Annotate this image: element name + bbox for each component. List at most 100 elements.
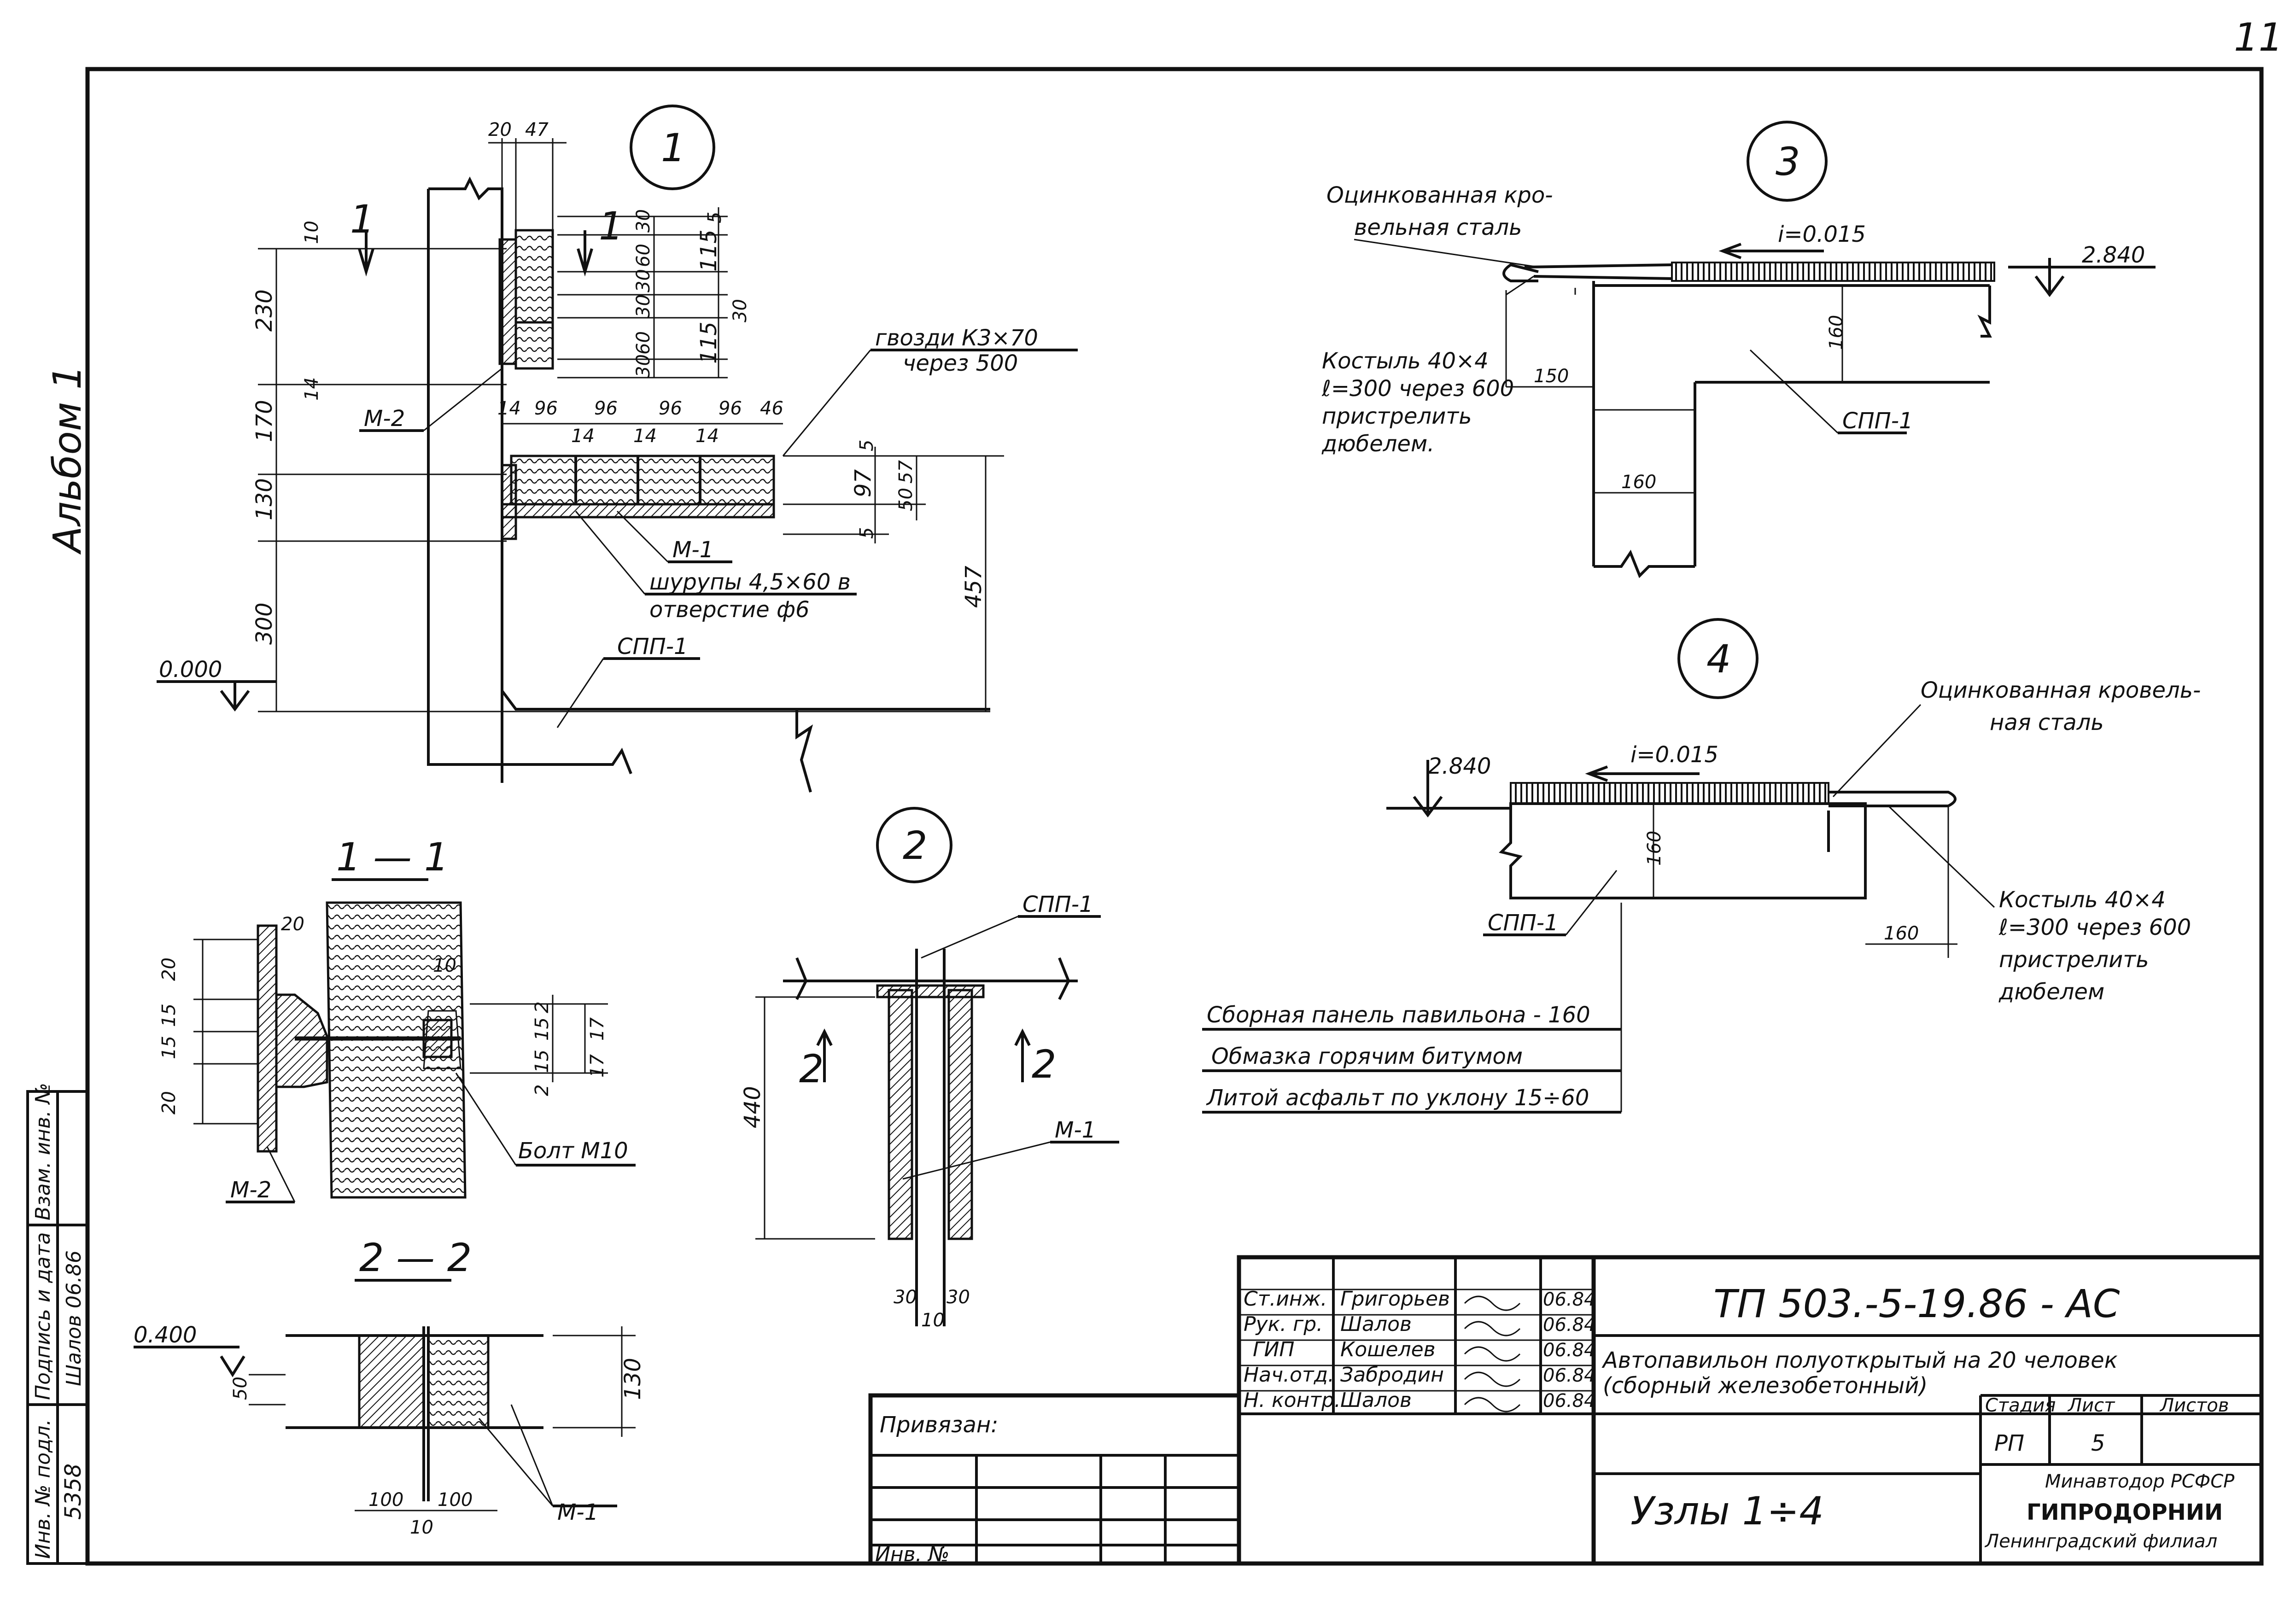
dim-457: 457	[961, 566, 987, 608]
svg-text:14: 14	[497, 398, 521, 419]
side-inv-value: 5358	[60, 1464, 86, 1520]
project-line-2: (сборный железобетонный)	[1603, 1373, 1928, 1399]
svg-text:15: 15	[158, 1036, 180, 1059]
title-block: Ст.инж. Рук. гр. ГИП Нач.отд. Н. контр. …	[868, 1255, 2264, 1566]
svg-text:96: 96	[719, 398, 742, 419]
svg-text:1: 1	[350, 197, 374, 242]
label-bolt: Болт М10	[518, 1138, 628, 1164]
svg-text:2: 2	[1032, 1042, 1056, 1087]
node-4-slab	[1499, 802, 1867, 899]
label-node3-spike-2: ℓ=300 через 600	[1321, 376, 1514, 402]
svg-text:15: 15	[532, 1017, 553, 1041]
svg-text:30: 30	[633, 354, 654, 378]
label-screws-1: шурупы 4,5×60 в	[649, 569, 851, 595]
svg-text:20: 20	[158, 957, 180, 981]
node3-elev: 2.840	[2082, 242, 2145, 268]
inv-no: Инв. №	[875, 1543, 949, 1566]
dim-230: 230	[251, 289, 277, 332]
label-section11-m2: М-2	[230, 1177, 271, 1203]
svg-text:14: 14	[695, 426, 719, 447]
wall-outline	[428, 176, 503, 783]
album-label: Альбом 1	[45, 365, 90, 555]
node-1-marker	[630, 105, 715, 190]
role-4: Н. контр.	[1244, 1388, 1341, 1412]
role-3: Нач.отд.	[1244, 1363, 1334, 1387]
side-inv-podl: Инв. № подл.	[31, 1419, 55, 1559]
elev-0400: 0.400	[134, 1322, 197, 1348]
svg-text:160: 160	[1621, 472, 1656, 493]
svg-text:30: 30	[633, 209, 654, 233]
node-4-marker	[1677, 618, 1759, 699]
svg-text:2: 2	[532, 1002, 553, 1013]
sheet-title: Узлы 1÷4	[1630, 1488, 1824, 1534]
section-1-1: 1 — 1 20 15 15 20 20 10 2 15 17 15 17 2 …	[158, 834, 636, 1203]
label-nails-1: гвозди К3×70	[875, 325, 1038, 351]
role-2: ГИП	[1253, 1338, 1295, 1361]
svg-text:50: 50	[230, 1377, 251, 1400]
svg-text:17: 17	[587, 1017, 608, 1041]
node-3-steel-fold	[1502, 263, 1539, 282]
node-3-slab	[1592, 281, 1992, 566]
label-node3-slope: i=0.015	[1778, 222, 1866, 247]
svg-text:14: 14	[633, 426, 657, 447]
node-3: 3 Оцинкованная кро- вельная сталь i=0.01…	[1321, 121, 2156, 578]
m2-plate	[498, 238, 517, 365]
dim-170: 170	[251, 400, 277, 442]
doc-code: ТП 503.-5-19.86 - АС	[1713, 1281, 2120, 1326]
name-1: Шалов	[1340, 1313, 1412, 1336]
label-screws-2: отверстие ф6	[649, 597, 810, 623]
label-node4-spp1: СПП-1	[1488, 910, 1559, 936]
svg-text:17: 17	[587, 1054, 608, 1078]
node-3-roof	[1671, 262, 1995, 282]
layer-1: Сборная панель павильона - 160	[1207, 1002, 1590, 1028]
svg-text:100: 100	[438, 1489, 473, 1511]
svg-text:20: 20	[281, 914, 304, 935]
section-2-2-plate-right	[427, 1334, 490, 1429]
svg-text:46: 46	[760, 398, 783, 419]
layer-2: Обмазка горячим битумом	[1211, 1044, 1523, 1069]
label-node3-spike-3: пристрелить	[1322, 403, 1472, 429]
col-sheets: Листов	[2159, 1395, 2229, 1416]
label-node4-spike-4: дюбелем	[1998, 979, 2104, 1005]
date-0: 06.84	[1543, 1289, 1596, 1310]
svg-text:60: 60	[633, 331, 654, 355]
svg-text:14: 14	[571, 426, 595, 447]
horizontal-boards	[510, 455, 775, 506]
svg-text:160: 160	[1644, 831, 1665, 866]
svg-text:10: 10	[433, 955, 456, 976]
privyazan: Привязан:	[880, 1412, 998, 1438]
m1-angle	[501, 503, 775, 519]
bolt-nut	[422, 1019, 453, 1058]
svg-text:2: 2	[903, 823, 927, 868]
label-node4-steel-2: ная сталь	[1990, 710, 2104, 735]
svg-text:96: 96	[594, 398, 618, 419]
svg-text:30: 30	[946, 1287, 970, 1308]
section-1-1-wood	[326, 901, 467, 1199]
name-2: Кошелев	[1340, 1338, 1436, 1361]
org-line-3: Ленинградский филиал	[1984, 1531, 2217, 1552]
label-node3-steel-2: вельная сталь	[1354, 215, 1522, 240]
svg-text:2: 2	[799, 1046, 824, 1091]
label-node3-spike-4: дюбелем.	[1321, 431, 1434, 457]
svg-text:97: 97	[850, 469, 876, 497]
section-1-1-plate	[257, 924, 278, 1153]
section-2-2: 2 — 2 0.400 50 130 100 100 10 М-1	[134, 1235, 646, 1538]
wall-bottom	[427, 189, 632, 775]
svg-text:20: 20	[158, 1091, 180, 1114]
date-4: 06.84	[1543, 1390, 1596, 1412]
label-m1: М-1	[672, 537, 713, 563]
svg-text:115: 115	[696, 229, 722, 272]
label-m2: М-2	[364, 406, 405, 432]
val-sheet: 5	[2091, 1430, 2105, 1456]
project-line-1: Автопавильон полуоткрытый на 20 человек	[1601, 1348, 2118, 1373]
slab-spp1	[501, 539, 990, 711]
node-2-plate-left	[888, 989, 913, 1240]
dim-300: 300	[251, 602, 277, 645]
svg-text:5: 5	[704, 212, 725, 223]
node-2-marker	[876, 807, 952, 883]
date-2: 06.84	[1543, 1340, 1596, 1361]
layer-3: Литой асфальт по уклону 15÷60	[1206, 1085, 1589, 1111]
org-line-1: Минавтодор РСФСР	[2045, 1471, 2235, 1492]
label-node3-spp1: СПП-1	[1842, 408, 1913, 434]
